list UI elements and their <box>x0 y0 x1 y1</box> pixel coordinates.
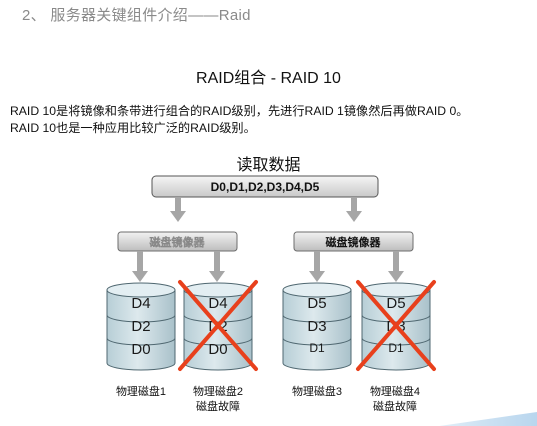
disk-top <box>106 282 176 298</box>
disk-segment-divider <box>183 314 253 323</box>
disk-1-caption-line-1: 物理磁盘1 <box>115 386 167 398</box>
disk-block-label: D0 <box>208 341 227 358</box>
mirror-controller-1-label: 磁盘镜像器 <box>150 235 206 249</box>
disk-group: D4D2D0D4D2D0D5D3D1D5D3D1 <box>106 280 436 371</box>
arrow-mirror1-to-disk2 <box>209 251 225 282</box>
disk-block-label: D3 <box>307 318 326 335</box>
description: RAID 10是将镜像和条带进行组合的RAID级别，先进行RAID 1镜像然后再… <box>10 103 530 137</box>
disk-segment-divider <box>361 314 431 323</box>
description-line-2: RAID 10也是一种应用比较广泛的RAID级别。 <box>10 121 256 135</box>
disk-segment-divider <box>282 314 352 323</box>
read-data-label: 读取数据 <box>236 157 301 174</box>
disk-block-label: D4 <box>131 295 150 312</box>
arrow-mirror1-to-disk1 <box>132 251 148 282</box>
section-title: 2、 服务器关键组件介绍——Raid <box>22 7 251 24</box>
arrow-bar-to-mirror-2 <box>346 197 362 222</box>
disk-top <box>282 282 352 298</box>
arrow-mirror2-to-disk3 <box>309 251 325 282</box>
disk-2-caption-line-2: 磁盘故障 <box>196 401 240 413</box>
data-bar: D0,D1,D2,D3,D4,D5 <box>151 175 379 198</box>
disk-segment-divider <box>106 337 176 346</box>
arrow-mirror2-to-disk4 <box>388 251 404 282</box>
failure-x-icon <box>178 280 258 371</box>
mirror-controller-1: 磁盘镜像器 <box>117 231 238 252</box>
disk-4-caption: 物理磁盘4 磁盘故障 <box>359 385 431 415</box>
disk-1-caption: 物理磁盘1 <box>105 385 177 400</box>
disk-block-label: D0 <box>131 341 150 358</box>
disk-block-label: D2 <box>131 318 150 335</box>
data-bar-label: D0,D1,D2,D3,D4,D5 <box>211 180 320 194</box>
disk-block-label: D5 <box>307 295 326 312</box>
arrow-bar-to-mirror-1 <box>170 197 186 222</box>
disk-2-caption-line-1: 物理磁盘2 <box>192 386 244 398</box>
disk-block-label: D4 <box>208 295 227 312</box>
disk-4-caption-line-2: 磁盘故障 <box>373 401 417 413</box>
disk-block-label: D5 <box>386 295 405 312</box>
disk-block-label: D1 <box>388 341 404 355</box>
disk-body <box>106 289 176 371</box>
disk-block-label: D1 <box>309 341 325 355</box>
disk-segment-divider <box>183 337 253 346</box>
diagram-title: RAID组合 - RAID 10 <box>196 70 341 87</box>
disk-3-caption: 物理磁盘3 <box>281 385 353 400</box>
disk-top <box>361 282 431 298</box>
failure-x-icon <box>356 280 436 371</box>
disk-segment-divider <box>282 337 352 346</box>
mirror-controller-2: 磁盘镜像器 <box>293 231 414 252</box>
disk-body <box>282 289 352 371</box>
mirror-controller-2-label: 磁盘镜像器 <box>326 235 382 249</box>
description-line-1: RAID 10是将镜像和条带进行组合的RAID级别，先进行RAID 1镜像然后再… <box>10 104 469 118</box>
disk-2-caption: 物理磁盘2 磁盘故障 <box>182 385 254 415</box>
disk-segment-divider <box>106 314 176 323</box>
disk-4-caption-line-1: 物理磁盘4 <box>369 386 421 398</box>
disk-top <box>183 282 253 298</box>
disk-3-caption-line-1: 物理磁盘3 <box>291 386 343 398</box>
disk-segment-divider <box>361 337 431 346</box>
